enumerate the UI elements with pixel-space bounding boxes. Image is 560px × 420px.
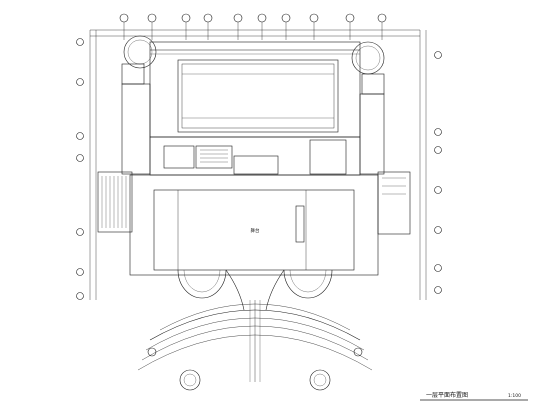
fountains bbox=[147, 347, 363, 391]
top-axis-markers bbox=[119, 13, 387, 23]
corner-towers bbox=[121, 35, 385, 95]
right-side-wing bbox=[359, 93, 411, 235]
scale-note: 1:100 bbox=[508, 393, 521, 399]
top-wing bbox=[149, 41, 361, 138]
left-side-wing bbox=[97, 83, 151, 233]
main-hall: 舞台 bbox=[129, 174, 379, 276]
arched-bays bbox=[177, 269, 333, 311]
hall-label: 舞台 bbox=[251, 227, 260, 234]
right-axis-markers bbox=[434, 51, 442, 294]
drawing-title: 一层平面布置图 bbox=[426, 391, 468, 399]
service-rooms bbox=[149, 136, 361, 176]
left-axis-markers bbox=[76, 38, 84, 300]
title-block: 一层平面布置图 1:100 bbox=[420, 391, 528, 401]
entrance-steps bbox=[137, 300, 373, 382]
dimension-lines bbox=[89, 22, 427, 300]
